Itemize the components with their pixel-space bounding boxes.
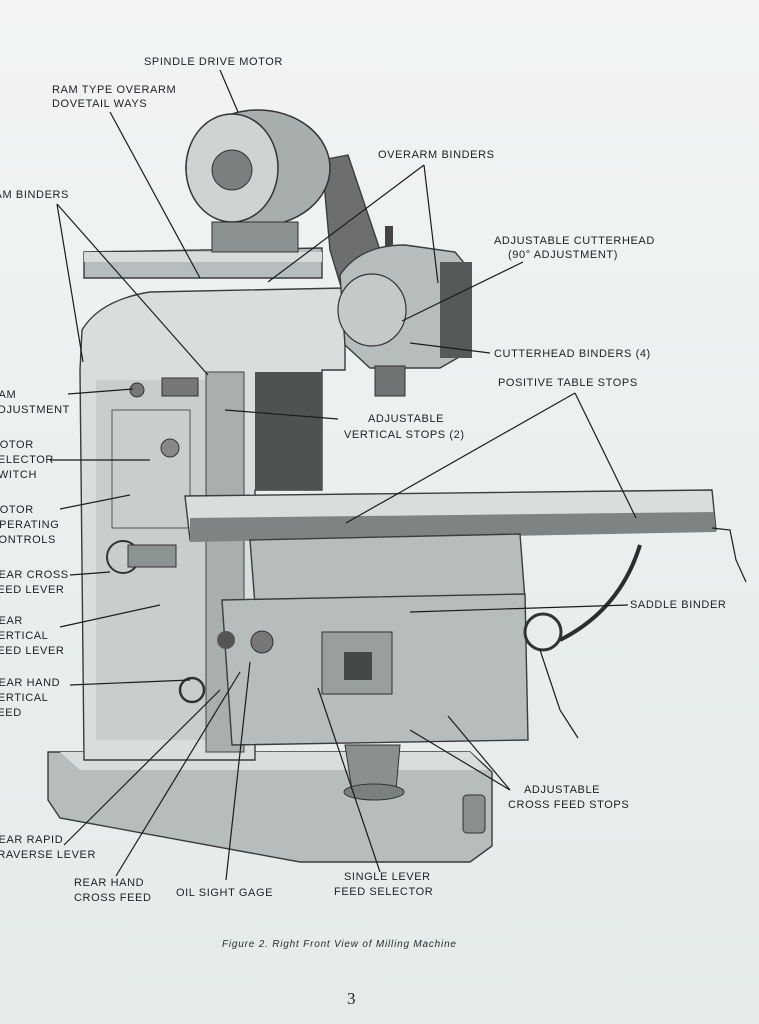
table-crank-left [127, 544, 177, 568]
label-rear-hand-vert-2: VERTICAL [0, 692, 48, 704]
label-ram-type-overarm: RAM TYPE OVERARM [52, 84, 176, 96]
control-knob-b [250, 630, 274, 654]
label-rear-vertical-1: REAR [0, 615, 23, 627]
nameplate [161, 377, 199, 397]
cutterhead-face [337, 273, 407, 347]
label-rear-vertical-2: VERTICAL [0, 630, 48, 642]
label-dovetail-ways: DOVETAIL WAYS [52, 98, 147, 110]
label-adj-cross-stops-2: CROSS FEED STOPS [508, 799, 629, 811]
label-adjustable-cutterhead: ADJUSTABLE CUTTERHEAD [494, 235, 655, 247]
label-adjustable-vertical-2: VERTICAL STOPS (2) [344, 429, 465, 441]
label-motor-operating-3: CONTROLS [0, 534, 56, 546]
label-single-lever-1: SINGLE LEVER [344, 871, 431, 883]
label-adjustable-vertical-1: ADJUSTABLE [368, 413, 444, 425]
label-overarm-binders: OVERARM BINDERS [378, 149, 495, 161]
figure-caption: Figure 2. Right Front View of Milling Ma… [222, 939, 457, 950]
label-rear-vertical-3: FEED LEVER [0, 645, 64, 657]
table-handwheel-right [711, 527, 747, 583]
label-positive-table-stops: POSITIVE TABLE STOPS [498, 377, 638, 389]
label-rear-cross-1: REAR CROSS [0, 569, 69, 581]
label-rear-hand-vert-1: REAR HAND [0, 677, 60, 689]
label-rear-rapid-1: REAR RAPID [0, 834, 63, 846]
motor-switch-dial [160, 438, 180, 458]
leader-lines [50, 69, 637, 881]
label-single-lever-2: FEED SELECTOR [334, 886, 433, 898]
label-motor-selector-3: SWITCH [0, 469, 37, 481]
label-ram-adjust-2: ADJUSTMENT [0, 404, 70, 416]
label-spindle-drive-motor: SPINDLE DRIVE MOTOR [144, 56, 283, 68]
label-motor-selector-1: MOTOR [0, 439, 34, 451]
label-rear-hand-vert-3: FEED [0, 707, 22, 719]
label-rear-rapid-2: TRAVERSE LEVER [0, 849, 96, 861]
label-motor-operating-1: MOTOR [0, 504, 34, 516]
label-adj-cross-stops-1: ADJUSTABLE [524, 784, 600, 796]
screw-base [343, 783, 405, 801]
label-rear-hand-cross-2: CROSS FEED [74, 892, 152, 904]
callout-labels: SPINDLE DRIVE MOTOR RAM TYPE OVERARM DOV… [0, 56, 726, 904]
label-rear-cross-2: FEED LEVER [0, 584, 64, 596]
worktable-front [190, 512, 716, 542]
elevating-screw [344, 744, 401, 791]
label-motor-operating-2: OPERATING [0, 519, 59, 531]
label-cutterhead-binders: CUTTERHEAD BINDERS (4) [494, 348, 651, 360]
column-slot [255, 372, 322, 490]
cutterhead-knob [385, 226, 393, 246]
ram-adjust-knob [129, 382, 145, 398]
page-number: 3 [347, 989, 356, 1008]
ram-top [84, 252, 322, 262]
label-oil-sight-gage: OIL SIGHT GAGE [176, 887, 273, 899]
label-saddle-binder: SADDLE BINDER [630, 599, 726, 611]
label-rear-hand-cross-1: REAR HAND [74, 877, 144, 889]
machine-illustration [47, 109, 747, 863]
motor-mount [211, 221, 299, 253]
label-ram-binders: RAM BINDERS [0, 189, 69, 201]
control-knob-a [217, 631, 235, 649]
cross-feed-handwheel [523, 612, 563, 652]
label-motor-selector-2: SELECTOR [0, 454, 54, 466]
cutterhead-rear [440, 262, 472, 358]
saddle-cable [559, 544, 642, 642]
cross-feed-crank [539, 649, 579, 739]
rear-vertical-handwheel [178, 676, 206, 704]
base-emblem [462, 794, 486, 834]
label-ram-adjust-1: RAM [0, 389, 16, 401]
spindle-nose [374, 365, 406, 397]
feed-plate [344, 652, 372, 680]
label-90-adjustment: (90° ADJUSTMENT) [508, 249, 618, 261]
spindle-motor-hub [211, 149, 253, 191]
column-door [111, 409, 191, 529]
